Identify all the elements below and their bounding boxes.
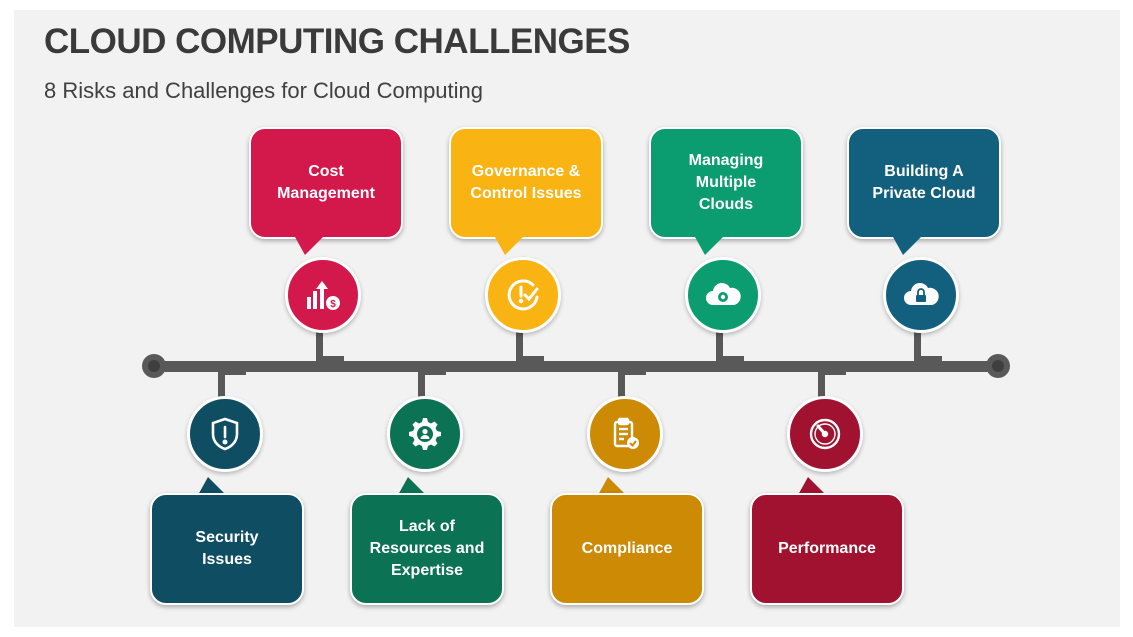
- timeline-bar: [154, 361, 1000, 372]
- callout-label-line: Multiple: [695, 174, 757, 191]
- callout-tail: [893, 237, 921, 255]
- connector-foot: [418, 369, 446, 375]
- svg-text:$: $: [330, 299, 336, 310]
- callout-label-line: Management: [277, 185, 375, 202]
- shield-alert-icon: [187, 396, 263, 472]
- callout-label-line: Lack of: [398, 518, 455, 535]
- connector-stem: [418, 369, 425, 399]
- callout-tail: [295, 237, 323, 255]
- callout-tail: [398, 477, 426, 495]
- connector-stem: [516, 327, 523, 363]
- clipboard-check-icon: [587, 396, 663, 472]
- callout-tail: [198, 477, 226, 495]
- cloud-gear-icon: [685, 257, 761, 333]
- callout-tail: [798, 477, 826, 495]
- callout-label-line: Private Cloud: [872, 185, 976, 202]
- callout-label-line: Governance &: [471, 163, 581, 180]
- gear-person-icon: [387, 396, 463, 472]
- callout-label-line: Expertise: [390, 562, 464, 579]
- callout-label-line: Control Issues: [470, 185, 582, 202]
- callout-label-line: Compliance: [581, 540, 673, 557]
- cost-growth-icon: $: [285, 257, 361, 333]
- speedometer-icon: [787, 396, 863, 472]
- callout-label-line: Issues: [202, 551, 252, 568]
- connector-stem: [218, 369, 225, 399]
- connector-foot: [516, 356, 544, 362]
- connector-stem: [818, 369, 825, 399]
- page-subtitle: 8 Risks and Challenges for Cloud Computi…: [44, 78, 484, 103]
- callout-building-private-cloud: Building A Private Cloud: [847, 127, 1001, 239]
- callout-tail: [695, 237, 723, 255]
- connector-foot: [618, 369, 646, 375]
- callout-compliance: Compliance: [550, 493, 704, 605]
- connector-foot: [914, 356, 942, 362]
- connector-foot: [818, 369, 846, 375]
- timeline-start-cap: [142, 354, 166, 378]
- callout-label-line: Cost: [308, 163, 344, 180]
- callout-label-line: Clouds: [698, 196, 754, 213]
- page-title: CLOUD COMPUTING CHALLENGES: [44, 22, 630, 61]
- connector-stem: [716, 327, 723, 363]
- connector-stem: [914, 327, 921, 363]
- cloud-lock-icon: [883, 257, 959, 333]
- alert-check-icon: [485, 257, 561, 333]
- callout-label-line: Performance: [778, 540, 876, 557]
- connector-foot: [716, 356, 744, 362]
- callout-label-line: Managing: [688, 152, 764, 169]
- callout-tail: [598, 477, 626, 495]
- callout-label-line: Security: [195, 529, 259, 546]
- callout-performance: Performance: [750, 493, 904, 605]
- callout-label-line: Building A: [884, 163, 964, 180]
- connector-stem: [618, 369, 625, 399]
- callout-label-line: Resources and: [369, 540, 485, 557]
- connector-stem: [316, 327, 323, 363]
- connector-foot: [218, 369, 246, 375]
- connector-foot: [316, 356, 344, 362]
- timeline-end-cap: [986, 354, 1010, 378]
- callout-tail: [495, 237, 523, 255]
- callout-governance-control: Governance & Control Issues: [449, 127, 603, 239]
